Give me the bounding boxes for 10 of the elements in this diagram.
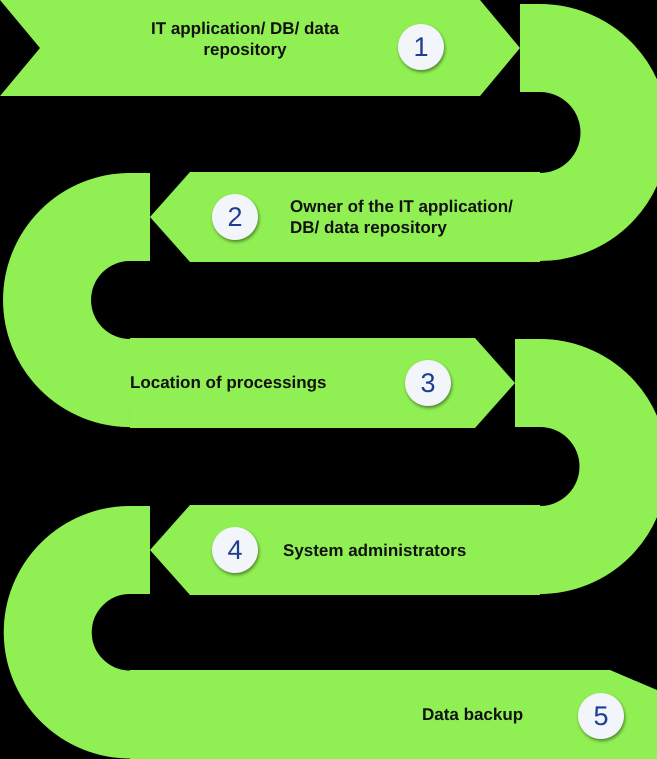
step-band bbox=[130, 338, 515, 428]
step-band bbox=[0, 0, 520, 96]
step-label: Data backup bbox=[422, 704, 524, 725]
step-band bbox=[150, 172, 540, 262]
step-label: System administrators bbox=[283, 540, 468, 561]
step-band bbox=[130, 670, 657, 759]
step-label: IT application/ DB/ data repository bbox=[150, 18, 340, 60]
step-label: Location of processings bbox=[130, 372, 328, 393]
step-band bbox=[150, 505, 540, 595]
step-label: Owner of the IT application/ DB/ data repository bbox=[290, 196, 514, 238]
